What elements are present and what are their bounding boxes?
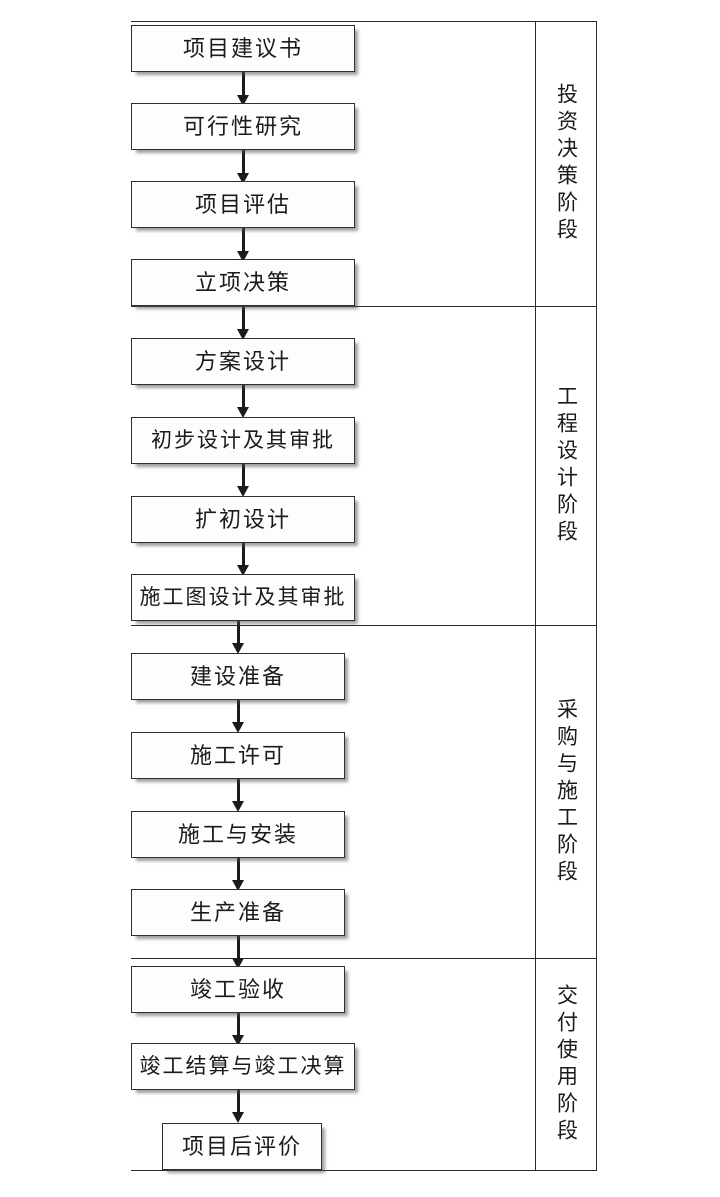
frame-right-line: [596, 21, 597, 1171]
node-6-label: 初步设计及其审批: [151, 428, 335, 452]
section-divider-2: [131, 625, 597, 626]
node-1-label: 项目建议书: [182, 35, 303, 61]
phase-label-2-text: 工程设计阶段: [554, 385, 579, 547]
phase-label-1-text: 投资决策阶段: [554, 83, 579, 245]
node-production-preparation[interactable]: 生产准备: [131, 889, 345, 936]
node-5-label: 方案设计: [194, 348, 291, 374]
phase-label-4: 交付使用阶段: [536, 959, 596, 1170]
node-post-project-evaluation[interactable]: 项目后评价: [162, 1123, 322, 1170]
section-divider-1: [131, 306, 597, 307]
node-3-label: 项目评估: [194, 191, 291, 217]
section-divider-3: [131, 958, 597, 959]
node-construction-drawing-approval[interactable]: 施工图设计及其审批: [131, 574, 355, 621]
node-extended-preliminary-design[interactable]: 扩初设计: [131, 496, 355, 543]
node-construction-permit[interactable]: 施工许可: [131, 732, 345, 779]
node-feasibility-study[interactable]: 可行性研究: [131, 103, 355, 150]
node-9-label: 建设准备: [189, 663, 286, 689]
node-project-approval-decision[interactable]: 立项决策: [131, 259, 355, 306]
node-project-evaluation[interactable]: 项目评估: [131, 181, 355, 228]
phase-label-4-text: 交付使用阶段: [554, 983, 579, 1146]
node-12-label: 生产准备: [189, 899, 286, 925]
node-4-label: 立项决策: [194, 269, 291, 295]
node-13-label: 竣工验收: [189, 976, 286, 1002]
frame-bottom-line: [131, 1170, 597, 1171]
phase-label-1: 投资决策阶段: [536, 22, 596, 306]
node-10-label: 施工许可: [189, 742, 286, 768]
node-preliminary-design-approval[interactable]: 初步设计及其审批: [131, 417, 355, 464]
node-15-label: 项目后评价: [181, 1133, 302, 1159]
node-final-settlement-accounts[interactable]: 竣工结算与竣工决算: [131, 1043, 355, 1090]
node-construction-preparation[interactable]: 建设准备: [131, 653, 345, 700]
node-14-label: 竣工结算与竣工决算: [139, 1054, 347, 1078]
node-8-label: 施工图设计及其审批: [139, 585, 347, 609]
node-project-proposal[interactable]: 项目建议书: [131, 25, 355, 72]
phase-label-3-text: 采购与施工阶段: [554, 697, 579, 887]
phase-label-2: 工程设计阶段: [536, 307, 596, 625]
node-2-label: 可行性研究: [182, 113, 303, 139]
phase-label-3: 采购与施工阶段: [536, 626, 596, 958]
node-11-label: 施工与安装: [177, 821, 298, 847]
node-7-label: 扩初设计: [194, 506, 291, 532]
column-divider-line: [535, 21, 536, 1171]
node-construction-installation[interactable]: 施工与安装: [131, 811, 345, 858]
node-scheme-design[interactable]: 方案设计: [131, 338, 355, 385]
node-completion-acceptance[interactable]: 竣工验收: [131, 966, 345, 1013]
frame-top-line: [131, 21, 597, 22]
